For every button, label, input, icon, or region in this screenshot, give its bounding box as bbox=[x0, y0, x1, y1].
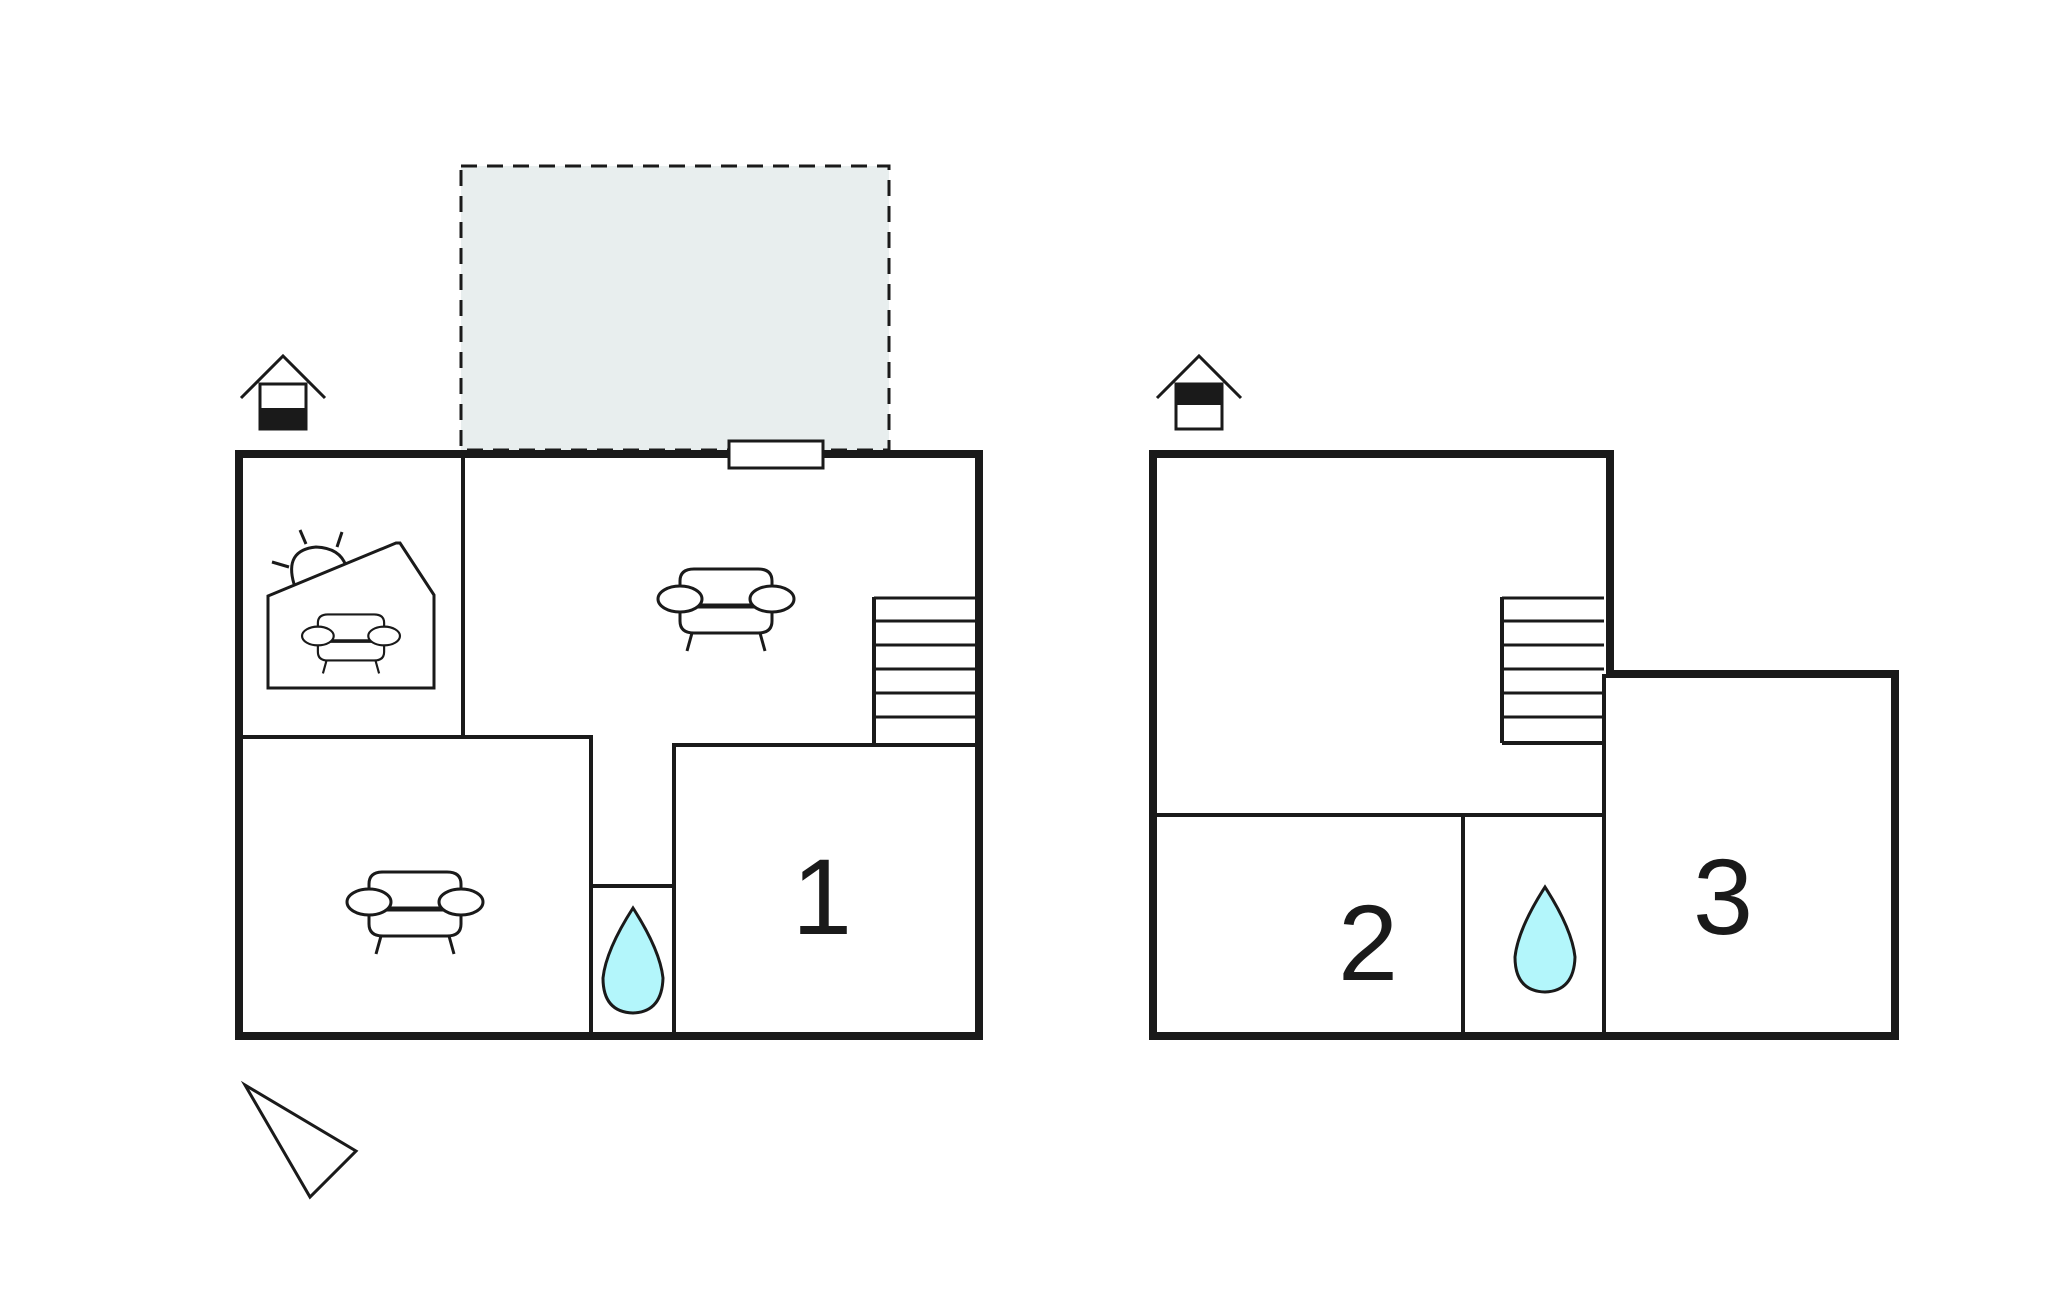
bedroom-3-label: 3 bbox=[1693, 836, 1753, 957]
ground-outer-walls bbox=[235, 450, 983, 1040]
window bbox=[727, 439, 825, 470]
house-ground-floor-icon bbox=[239, 353, 327, 431]
sun-icon bbox=[271, 529, 348, 585]
terrace bbox=[459, 164, 891, 452]
upper-outer-walls bbox=[1149, 450, 1899, 1040]
north-arrow-icon bbox=[240, 1080, 359, 1200]
stairs-upper bbox=[1502, 596, 1604, 719]
water-drop-icon bbox=[601, 905, 665, 1015]
bedroom-2-label: 2 bbox=[1338, 882, 1398, 1003]
house-upper-floor-icon bbox=[1155, 353, 1243, 431]
stairs-ground bbox=[874, 596, 975, 719]
water-drop-icon bbox=[1513, 884, 1577, 994]
conservatory-icon bbox=[266, 529, 436, 690]
bedroom-1-label: 1 bbox=[792, 836, 852, 957]
ground-interior-walls bbox=[239, 454, 979, 1036]
